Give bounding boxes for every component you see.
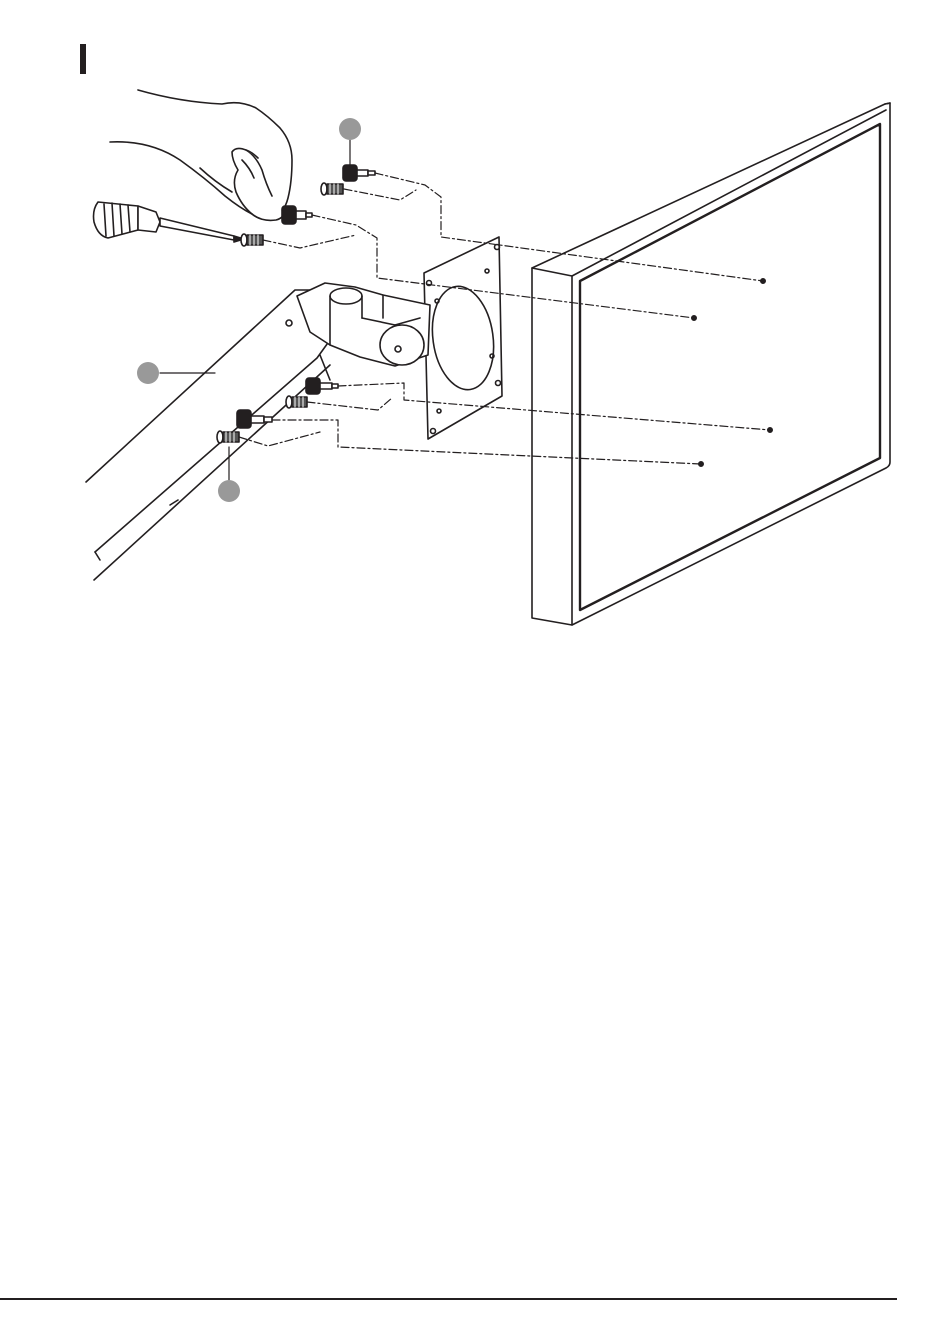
spacer-hand	[282, 206, 312, 224]
spacer-top	[343, 165, 375, 181]
screw-lower-1	[286, 396, 307, 408]
callout-arm	[137, 362, 159, 384]
page-footer-rule	[0, 1298, 897, 1300]
hand	[110, 90, 292, 220]
monitor-arm	[86, 283, 430, 580]
callout-screws	[339, 118, 361, 140]
assembly-illustration	[0, 0, 950, 700]
spacer-lower-1	[306, 378, 338, 394]
vesa-plate	[424, 237, 502, 439]
monitor	[532, 103, 890, 625]
screw-lower-2	[217, 431, 239, 443]
callout-spacers	[218, 480, 240, 502]
screw-driver-tip	[241, 234, 263, 246]
screw-top	[321, 183, 343, 195]
screwdriver	[94, 202, 245, 242]
